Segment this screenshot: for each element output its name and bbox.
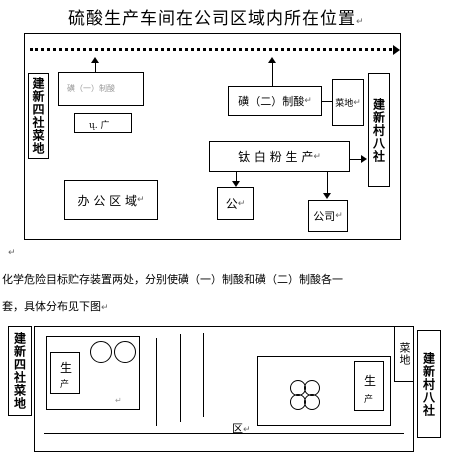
arrow-acid2-road (272, 62, 273, 86)
paragraph-mark: ↵ (8, 248, 16, 258)
arrow-titanium-right (350, 159, 362, 160)
paragraph-line-1: 化学危险目标贮存装置两处，分别使磺（一）制酸和磺（二）制酸各一 (2, 273, 343, 286)
office-area: 办 公 区 域↵ (64, 180, 158, 220)
d2-site-frame (34, 326, 414, 452)
arrow-up-icon (268, 57, 276, 63)
d2-road-line-left (156, 338, 157, 426)
arrow-acid1-road (95, 62, 96, 72)
road-arrow-icon (393, 45, 400, 55)
tank-icon (304, 394, 320, 410)
right-village-plot: 建新村八社 (368, 73, 390, 187)
company-block: 公司↵ (308, 200, 348, 232)
acid-plant-1-annex: ų. 广 (74, 113, 132, 133)
arrow-down-icon (232, 181, 240, 187)
paragraph-line-2: 套，具体分布见下图↵ (2, 300, 109, 313)
tank-icon (90, 341, 112, 363)
d2-road-line-mid (203, 333, 204, 417)
company-block-small: 公↵ (217, 187, 254, 220)
d2-left-production-unit: 生 产 (50, 352, 80, 394)
road-dotted-line (30, 48, 392, 51)
titanium-dioxide-production: 钛 白 粉 生 产↵ (209, 141, 350, 172)
d2-right-production-unit: 生 产 (354, 361, 384, 411)
left-vegetable-plot: 建新四社菜地 (28, 73, 49, 159)
arrow-acid2-veg (322, 101, 332, 102)
d2-left-vegetable-plot: 建新四社菜地 (8, 326, 32, 416)
arrow-titanium-company-small (236, 172, 237, 182)
d2-left-note: ↵ (115, 396, 122, 405)
acid-plant-2: 磺（二）制酸↵ (228, 86, 322, 116)
d2-zone-label: 区↵ (232, 422, 251, 435)
d2-vegetable-plot: 菜地 (394, 326, 414, 382)
d2-right-village-plot: 建新村八社 (417, 330, 441, 438)
arrow-up-icon (91, 57, 99, 63)
tank-icon (114, 341, 136, 363)
d2-road-line-bottom (44, 433, 404, 434)
arrow-titanium-company (327, 172, 328, 194)
acid-plant-1: 磺（一）制酸 (58, 72, 144, 106)
d2-road-line-right (180, 334, 181, 422)
arrow-right-icon (361, 155, 367, 163)
arrow-down-icon (323, 193, 331, 199)
page-title: 硫酸生产车间在公司区域内所在位置↵ (68, 9, 365, 29)
right-vegetable-plot: 菜地↵ (332, 79, 364, 126)
